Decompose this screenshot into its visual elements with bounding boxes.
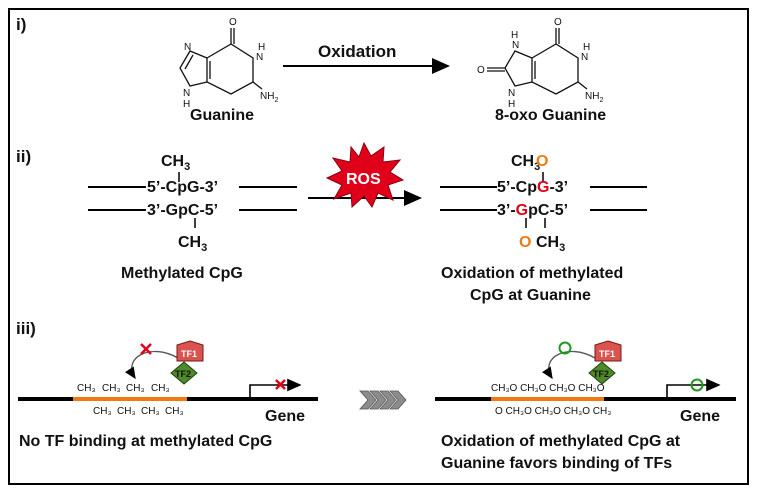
tss-arrow (249, 378, 302, 397)
methyl-bottom-2: CH₃ (117, 406, 136, 417)
strand-5-cpg-3: 5’-CpG-3’ (147, 179, 218, 196)
oxoguanine-NH2: NH2 (585, 91, 603, 104)
oxoguanine-H1: H (583, 42, 590, 53)
no-binding-caption: No TF binding at methylated CpG (19, 433, 272, 450)
allowed-circle-icon (558, 341, 572, 355)
gene-label-right: Gene (680, 408, 720, 425)
methyl-bottom-3: CH₃ (141, 406, 160, 417)
oxidized-methyl-bottom: O CH₃O CH₃O CH₃O CH₃ (495, 406, 611, 417)
strand-5-cpg-3-oxidized: 5’-CpG-3’ (497, 179, 568, 196)
transcription-circle-icon (690, 378, 704, 392)
oxidized-methyl-top: CH₃O CH₃O CH₃O CH₃O (491, 383, 605, 394)
strand-3-gpc-5: 3’-GpC-5’ (147, 202, 218, 219)
oxoguanine-H9: H (508, 99, 515, 110)
strand-3-gpc-5-oxidized: 3’-GpC-5’ (497, 202, 568, 219)
oxoguanine-H7: H (511, 30, 518, 41)
oxygen-top: O (536, 153, 548, 170)
tf2-shape (170, 361, 198, 385)
methyl-top-2: CH₃ (102, 383, 121, 394)
svg-text:CH3: CH3 (161, 153, 190, 173)
tf1-label: TF1 (181, 349, 197, 359)
ros-burst (325, 141, 405, 209)
oxidation-label: Oxidation (318, 42, 396, 61)
oxoguanine-structure (487, 28, 588, 95)
curved-arrow-right (541, 350, 596, 380)
oxoguanine-O-top: O (554, 17, 562, 28)
methyl-bottom-4: CH₃ (165, 406, 184, 417)
guanine-label: Guanine (190, 107, 254, 124)
svg-text:CH3: CH3 (536, 234, 565, 254)
tf1-shape-right (594, 340, 622, 362)
guanine-H9: H (183, 99, 190, 110)
methyl-top-1: CH₃ (77, 383, 96, 394)
oxoguanine-N1: N (581, 52, 588, 63)
dna-oxidized: CH3 O 5’-CpG-3’ 3’-GpC-5’ O CH3 (440, 153, 647, 254)
tf1-label-right: TF1 (599, 349, 615, 359)
tf2-shape-right (588, 361, 616, 385)
curved-arrow-left (124, 350, 179, 380)
guanine-H1: H (258, 42, 265, 53)
oxoguanine-label: 8-oxo Guanine (495, 107, 606, 124)
methyl-bottom-1: CH₃ (93, 406, 112, 417)
guanine-structure (179, 28, 263, 95)
guanine-N7: N (184, 42, 191, 53)
oxoguanine-N7: N (512, 40, 519, 51)
guanine-N1: N (256, 52, 263, 63)
oxoguanine-N9: N (508, 88, 515, 99)
guanine-NH2: NH2 (260, 91, 278, 104)
gene-label-left: Gene (265, 408, 305, 425)
binding-caption-line2: Guanine favors binding of TFs (441, 455, 672, 472)
oxoguanine-O-left: O (477, 65, 485, 76)
methyl-top-3: CH₃ (126, 383, 145, 394)
dna-methylated: CH3 5’-CpG-3’ 3’-GpC-5’ CH3 (88, 153, 297, 254)
binding-caption-line1: Oxidation of methylated CpG at (441, 433, 681, 450)
chevrons-icon (359, 390, 407, 410)
panel-i-label: i) (16, 15, 26, 34)
methyl-top-4: CH₃ (151, 383, 170, 394)
oxygen-bottom: O (519, 234, 531, 251)
ros-label: ROS (346, 171, 381, 188)
guanine-O: O (229, 17, 237, 28)
tss-arrow-right (666, 378, 721, 397)
guanine-N9: N (183, 88, 190, 99)
svg-text:CH3: CH3 (178, 234, 207, 254)
tf2-label-right: TF2 (593, 369, 609, 379)
panel-ii-label: ii) (16, 147, 31, 166)
tf1-shape (176, 340, 204, 362)
scheme-no-binding: CH₃ CH₃ CH₃ CH₃ CH₃ CH₃ CH₃ CH₃ TF1 TF2 … (18, 340, 318, 425)
methylated-cpg-caption: Methylated CpG (121, 265, 243, 282)
panel-iii-label: iii) (16, 319, 36, 338)
tf2-label: TF2 (175, 369, 191, 379)
svg-text:CH3: CH3 (511, 153, 540, 173)
blocked-transcription-x-icon (275, 379, 286, 390)
scheme-tf-binding: CH₃O CH₃O CH₃O CH₃O O CH₃O CH₃O CH₃O CH₃… (435, 340, 736, 425)
figure-border (8, 8, 749, 485)
oxidation-caption-line1: Oxidation of methylated (441, 265, 623, 282)
oxidation-caption-line2: CpG at Guanine (470, 287, 591, 304)
blocked-x-icon (140, 343, 152, 355)
